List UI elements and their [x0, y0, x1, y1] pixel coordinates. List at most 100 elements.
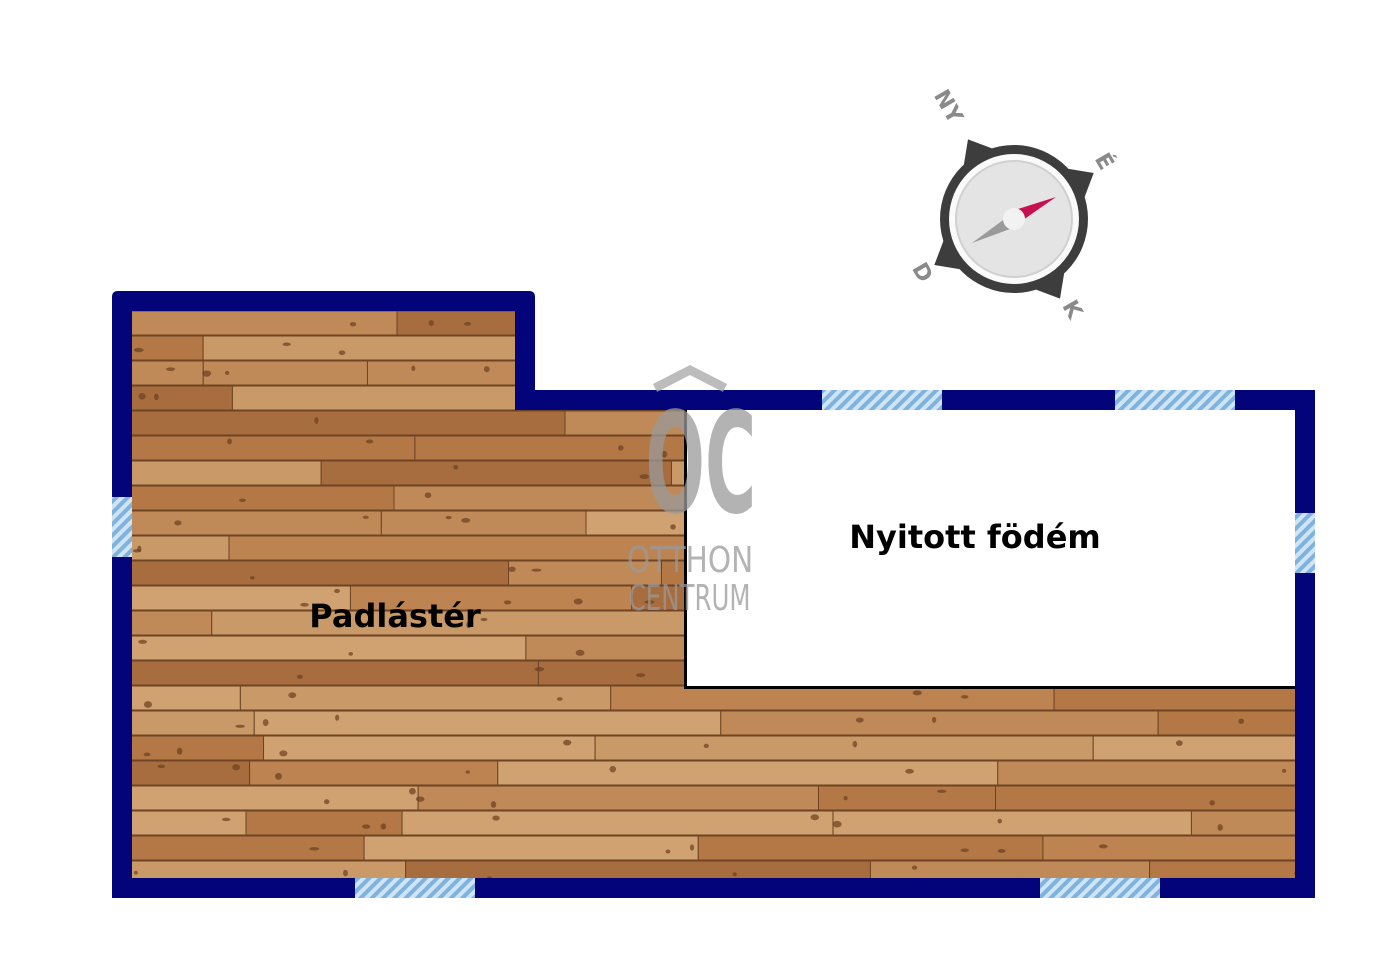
wood-knot	[275, 772, 282, 780]
wood-knot	[832, 820, 842, 828]
wood-knot	[837, 370, 846, 375]
wood-plank	[995, 785, 1295, 811]
wood-plank	[401, 810, 834, 836]
wood-knot	[492, 815, 500, 821]
wood-plank	[202, 335, 521, 361]
wood-plank	[132, 460, 322, 486]
wood-knot	[348, 651, 354, 656]
wood-plank	[1092, 735, 1295, 761]
window-bottom-2	[1040, 878, 1160, 898]
wood-plank	[132, 635, 527, 661]
wood-knot	[843, 352, 848, 357]
open-ceiling-area	[684, 410, 1295, 688]
wood-knot	[937, 789, 947, 793]
wood-knot	[1334, 419, 1338, 422]
wood-knot	[466, 621, 472, 629]
compass-east-label: K	[1057, 296, 1088, 324]
wood-knot	[31, 699, 35, 703]
wood-knot	[249, 576, 255, 580]
wood-plank	[132, 585, 351, 611]
compass-south-label: D	[906, 259, 937, 287]
wood-knot	[665, 849, 671, 854]
wood-plank	[417, 785, 819, 811]
wood-knot	[415, 796, 425, 802]
wood-knot	[335, 714, 340, 721]
wood-plank	[594, 735, 1094, 761]
wood-plank	[771, 335, 1046, 361]
wood-knot	[461, 517, 471, 523]
wood-plank	[132, 610, 213, 636]
wood-knot	[575, 649, 585, 656]
wood-knot	[997, 849, 1006, 853]
wood-knot	[343, 869, 348, 877]
wood-plank	[132, 360, 204, 386]
wood-plank	[132, 410, 566, 436]
wood-plank	[1190, 810, 1295, 836]
wood-knot	[424, 492, 432, 499]
wood-plank	[320, 460, 672, 486]
wood-knot	[282, 342, 291, 347]
wood-knot	[731, 351, 742, 358]
wood-knot	[143, 701, 153, 708]
wood-knot	[1175, 740, 1183, 746]
wood-plank	[132, 485, 395, 511]
wood-knot	[279, 750, 288, 757]
wood-knot	[202, 370, 212, 377]
wood-knot	[1075, 351, 1083, 359]
wood-knot	[1261, 344, 1267, 351]
wood-knot	[176, 747, 183, 755]
wood-plank	[366, 360, 704, 386]
window-top-1	[822, 390, 942, 410]
room-label-open-ceiling: Nyitott födém	[849, 518, 1100, 556]
wood-knot	[309, 847, 320, 851]
wood-plank	[253, 710, 722, 736]
wood-knot	[300, 602, 309, 607]
wood-knot	[133, 870, 138, 875]
wood-knot	[1362, 502, 1370, 506]
wood-plank	[1157, 710, 1295, 736]
wood-knot	[362, 515, 369, 519]
wood-knot	[618, 445, 624, 451]
wood-knot	[644, 600, 655, 604]
wood-plank	[414, 435, 697, 461]
wood-knot	[1282, 768, 1287, 773]
wood-knot	[338, 350, 346, 356]
watermark-line2: CENTRUM	[629, 578, 751, 619]
wood-knot	[556, 697, 563, 701]
wood-knot	[639, 474, 650, 479]
wood-knot	[1322, 770, 1331, 775]
wood-plank	[1044, 335, 1295, 361]
wood-knot	[1217, 824, 1223, 831]
wood-plank	[132, 535, 230, 561]
wood-knot	[143, 752, 151, 757]
watermark-roof-icon	[652, 364, 728, 393]
wood-knot	[362, 824, 371, 829]
wood-plank	[239, 685, 612, 711]
wood-plank	[885, 360, 1295, 386]
watermark-monogram: OC	[645, 383, 757, 546]
wood-knot	[138, 639, 147, 644]
wood-knot	[133, 347, 144, 353]
wood-knot	[961, 694, 969, 699]
wood-plank	[228, 535, 747, 561]
wood-plank	[211, 610, 725, 636]
watermark-line1: OTTHON	[626, 540, 754, 581]
wood-knot	[703, 743, 709, 749]
wood-knot	[465, 770, 470, 774]
wood-knot	[314, 416, 319, 424]
wood-plank	[132, 335, 204, 361]
wood-knot	[997, 818, 1002, 824]
wood-knot	[563, 739, 572, 746]
wood-knot	[503, 600, 512, 605]
wood-knot	[153, 393, 159, 401]
wood-knot	[689, 844, 695, 851]
wood-knot	[104, 665, 109, 670]
wood-plank	[245, 810, 403, 836]
wood-plank	[363, 835, 699, 861]
wood-knot	[810, 814, 820, 821]
wood-plank	[132, 311, 398, 336]
wood-knot	[102, 614, 110, 620]
wood-knot	[852, 740, 858, 748]
wood-knot	[912, 690, 922, 696]
